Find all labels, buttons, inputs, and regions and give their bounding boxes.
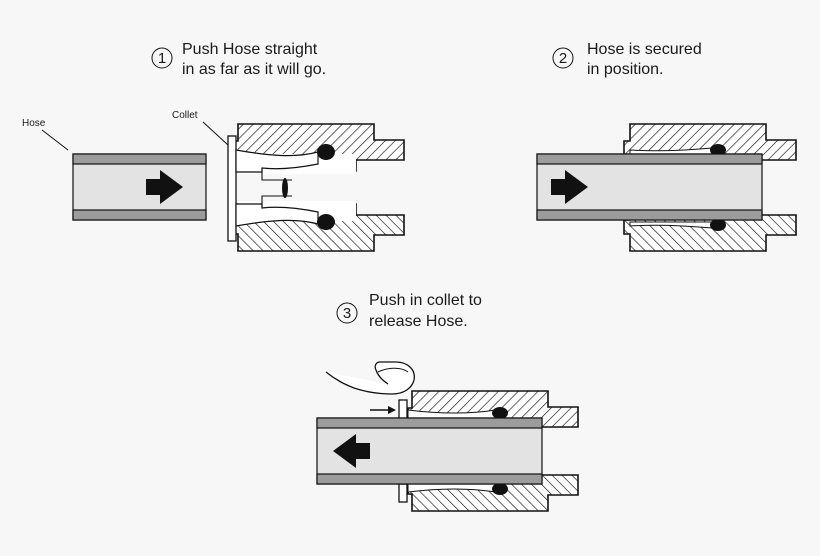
step-1-caption: 1 Push Hose straight in as far as it wil… [151, 41, 326, 78]
hose-leader-line [41, 129, 69, 151]
step-2-number: 2 [559, 50, 567, 67]
step-3-hose [316, 417, 543, 485]
step-3-number: 3 [343, 305, 351, 322]
step-1-hose [72, 153, 207, 221]
step-2-number-circle [552, 47, 574, 69]
arrow-right-icon [146, 170, 183, 204]
step-3-number-circle [336, 302, 358, 324]
step-1-fitting [227, 123, 405, 252]
hose-label: Hose [22, 118, 46, 129]
o-ring-icon [317, 144, 335, 160]
finger-icon [325, 361, 415, 395]
collet-leader-line [202, 121, 229, 146]
collet-push-arrow [370, 406, 396, 414]
step-2-hose [536, 153, 763, 221]
step-2-line-1: Hose is secured [587, 41, 702, 58]
step-3-line-2: release Hose. [369, 313, 468, 330]
arrow-right-icon [551, 170, 588, 204]
o-ring-icon [317, 214, 335, 230]
step-1-number: 1 [158, 50, 166, 67]
step-1-line-2: in as far as it will go. [182, 61, 326, 78]
arrow-left-icon [333, 434, 370, 468]
o-ring-icon [710, 144, 726, 156]
o-ring-icon [710, 219, 726, 231]
o-ring-icon [492, 483, 508, 495]
step-1-line-1: Push Hose straight [182, 41, 318, 58]
collet-label: Collet [172, 110, 198, 121]
step-3-caption: 3 Push in collet to release Hose. [336, 292, 482, 330]
step-2-line-2: in position. [587, 61, 664, 78]
o-ring-icon [492, 407, 508, 419]
collet [398, 399, 408, 420]
step-1-number-circle [151, 47, 173, 69]
collet [227, 135, 237, 242]
step-2-caption: 2 Hose is secured in position. [552, 41, 702, 78]
step-3-line-1: Push in collet to [369, 292, 482, 309]
